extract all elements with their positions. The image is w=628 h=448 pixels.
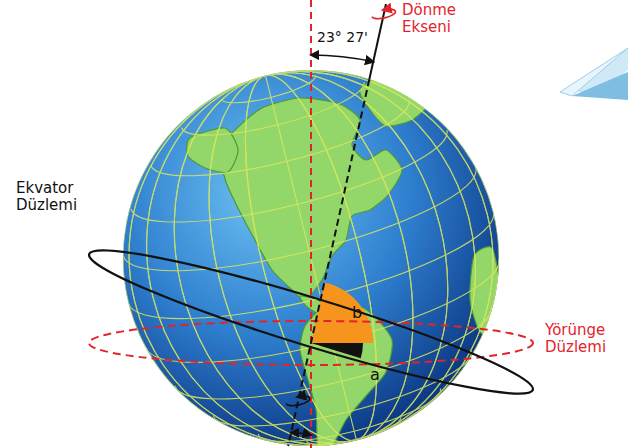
parallel <box>123 168 485 295</box>
rotation-axis <box>369 4 386 79</box>
tilt-angle-label: 23° 27' <box>317 29 368 45</box>
parallel <box>182 82 369 148</box>
tilt-angle-arc <box>291 433 311 435</box>
axis-label: Dönme Ekseni <box>402 2 456 37</box>
parallel <box>221 75 318 109</box>
rotation-arrow-arc <box>286 394 311 407</box>
parallel <box>131 130 456 244</box>
rotation-axis <box>288 79 369 444</box>
rotation-arrow-arc <box>371 7 396 20</box>
rotation-arrow <box>371 7 396 20</box>
plane-icon <box>560 48 628 96</box>
parallel <box>151 101 416 194</box>
angle-mark: a <box>370 366 380 384</box>
parallel <box>306 417 403 448</box>
parallel <box>258 388 445 448</box>
plane-label: Yörünge Düzlemi <box>545 322 606 357</box>
rotation-arrow <box>286 394 311 407</box>
equator-plane <box>82 231 540 413</box>
plane-label: Ekvator Düzlemi <box>16 180 77 215</box>
orbit-normal <box>310 0 312 448</box>
tilt-angle-arc <box>311 55 373 62</box>
rotation-axis <box>287 445 289 446</box>
angle-mark: b <box>352 304 362 322</box>
